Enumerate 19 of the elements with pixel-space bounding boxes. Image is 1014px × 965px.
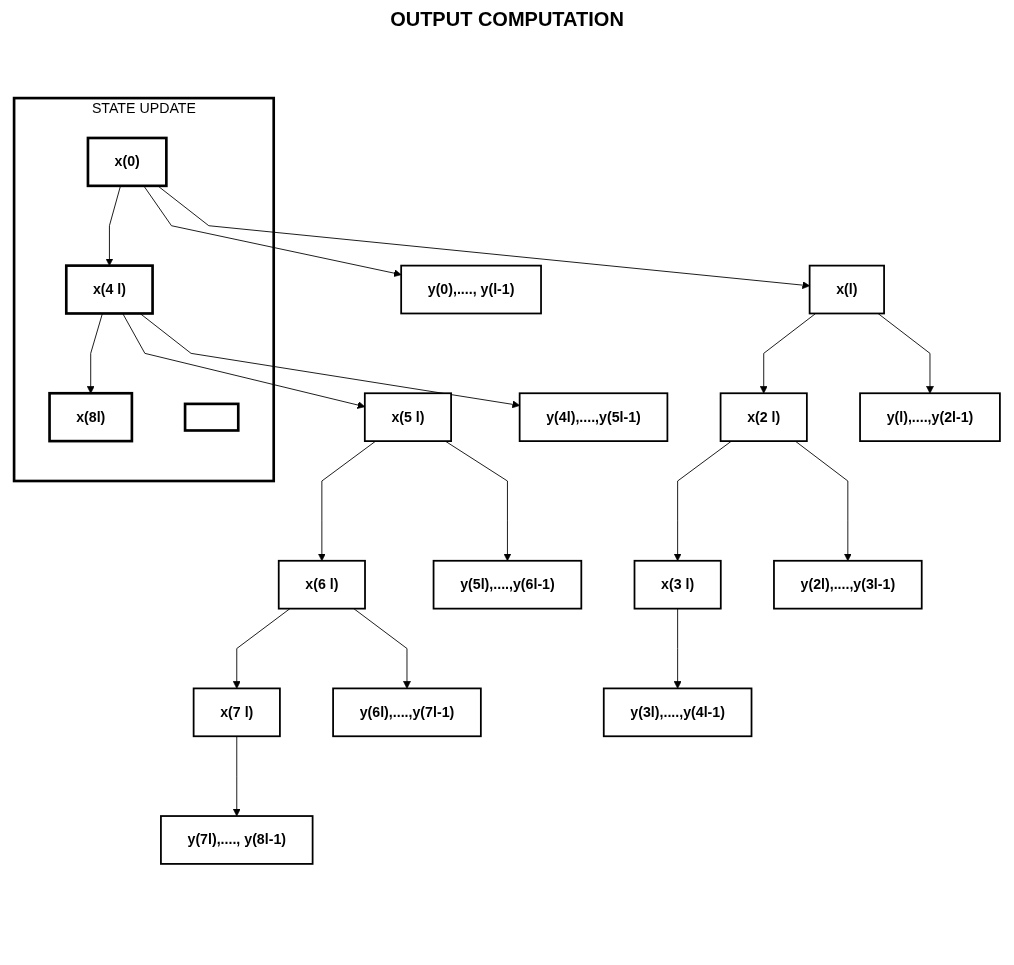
node-box: y(4l),....,y(5l-1): [518, 392, 669, 442]
node-box: x(5 l): [363, 392, 452, 442]
node-box: x(4 l): [64, 264, 154, 315]
node-box: y(0),...., y(l-1): [400, 264, 542, 315]
node-box: y(6l),....,y(7l-1): [332, 687, 482, 738]
node-box: [183, 402, 240, 432]
node-box: y(5l),....,y(6l-1): [432, 559, 583, 610]
node-box: y(l),....,y(2l-1): [859, 392, 1001, 442]
node-box: y(2l),....,y(3l-1): [773, 559, 923, 610]
heading-label: OUTPUT COMPUTATION: [390, 8, 624, 30]
node-box: x(0): [86, 136, 168, 188]
node-box: x(l): [808, 264, 885, 315]
node-box: x(7 l): [192, 687, 281, 738]
node-box: x(6 l): [277, 559, 366, 610]
node-box: x(8l): [48, 391, 134, 443]
node-box: x(3 l): [633, 559, 722, 610]
node-box: x(2 l): [719, 392, 808, 442]
node-box: y(7l),...., y(8l-1): [160, 815, 314, 865]
node-box: y(3l),....,y(4l-1): [602, 687, 753, 738]
